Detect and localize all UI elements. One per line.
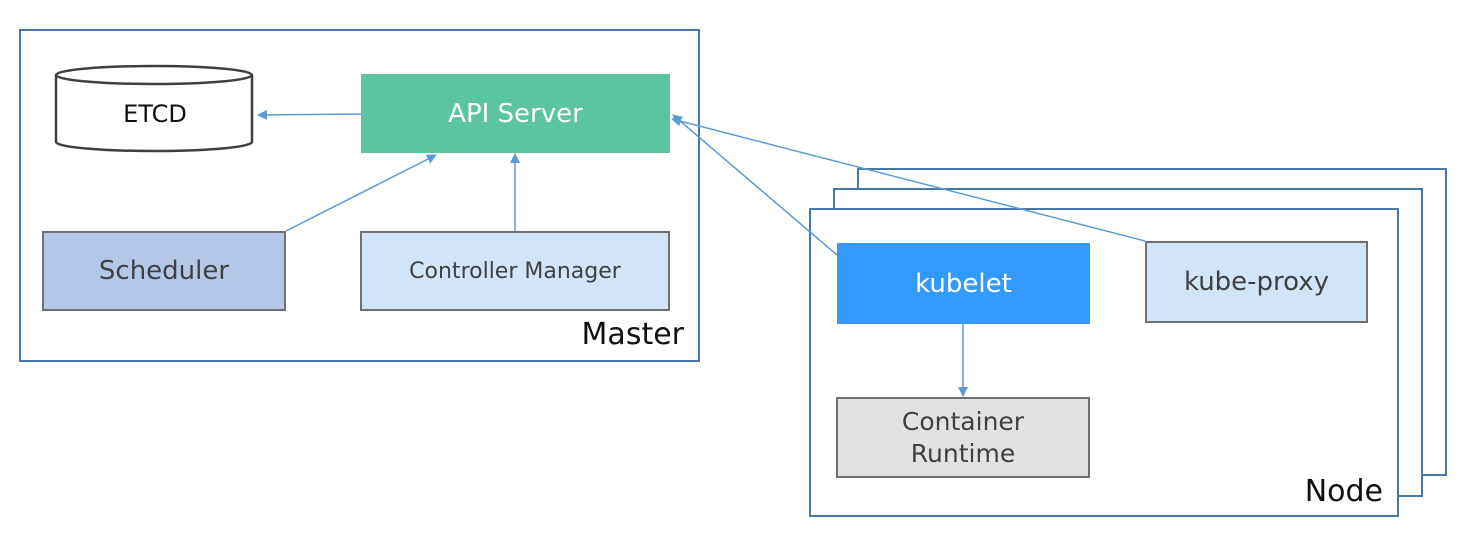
kubelet-box: kubelet — [837, 243, 1090, 324]
etcd-label: ETCD — [123, 100, 187, 128]
container-runtime-label-line1: Container — [901, 406, 1025, 436]
master-label: Master — [581, 317, 684, 352]
etcd-database: ETCD — [53, 64, 257, 154]
kube-proxy-box: kube-proxy — [1145, 241, 1368, 323]
database-icon — [54, 64, 254, 153]
api-server-box: API Server — [361, 74, 670, 153]
container-runtime-box: Container Runtime — [836, 397, 1090, 478]
scheduler-box: Scheduler — [42, 231, 286, 311]
controller-manager-box: Controller Manager — [360, 231, 670, 311]
node-label: Node — [1304, 474, 1383, 509]
container-runtime-label-line2: Runtime — [910, 438, 1016, 468]
